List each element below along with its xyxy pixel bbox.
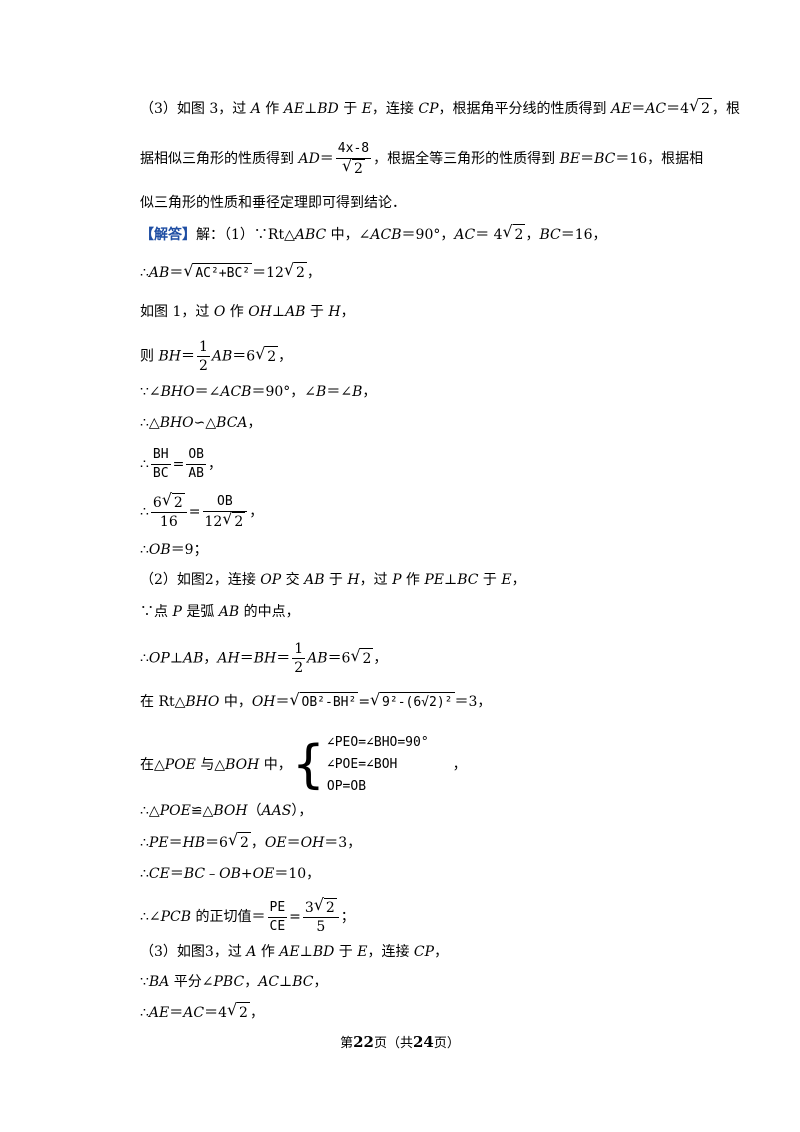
sqrt: √2 bbox=[283, 260, 307, 281]
sqrt: √2 bbox=[227, 830, 251, 851]
sqrt: √2 bbox=[227, 1000, 250, 1021]
sqrt: √2 bbox=[689, 96, 712, 117]
sqrt: √OB²-BH² bbox=[290, 690, 359, 713]
page-footer: 第22页（共24页） bbox=[340, 1033, 460, 1051]
text-line-5: ∴AB＝√AC²+BC²＝12√2， bbox=[140, 260, 321, 284]
text-line-9: ∴△BHO∽△BCA， bbox=[140, 415, 262, 431]
text-line-12: ∴OB＝9； bbox=[140, 542, 208, 558]
text-line-8: ∵∠BHO＝∠ACB＝90°，∠B＝∠B， bbox=[140, 384, 377, 400]
text-line-1: （3）如图 3，过 A 作 AE⊥BD 于 E，连接 CP，根据角平分线的性质得… bbox=[140, 96, 740, 117]
text-line-18: ∴△POE≌△BOH（AAS）， bbox=[140, 803, 313, 819]
text-line-14: ∵点 P 是弧 AB 的中点， bbox=[140, 604, 300, 620]
current-page-number: 22 bbox=[353, 1033, 374, 1051]
text-line-6: 如图 1，过 O 作 OH⊥AB 于 H， bbox=[140, 304, 355, 320]
brace-icon: { bbox=[291, 735, 325, 795]
fraction: 4x-8√2 bbox=[335, 141, 372, 177]
text-line-22: （3）如图3，过 A 作 AE⊥BD 于 E，连接 CP， bbox=[140, 944, 449, 960]
sqrt: √9²-(6√2)² bbox=[370, 690, 455, 713]
text-line-20: ∴CE＝BC﹣OB+OE＝10， bbox=[140, 866, 321, 882]
text-line-16: 在 Rt△BHO 中，OH＝√OB²-BH²=√9²-(6√2)²＝3， bbox=[140, 690, 491, 713]
text-line-23: ∵BA 平分∠PBC，AC⊥BC， bbox=[140, 974, 328, 990]
text-line-13: （2）如图2，连接 OP 交 AB 于 H，过 P 作 PE⊥BC 于 E， bbox=[140, 572, 526, 588]
text-line-4: 【解答】解：（1）∵Rt△ABC 中，∠ACB＝90°，AC＝ 4√2，BC＝1… bbox=[140, 222, 607, 243]
sqrt: √2 bbox=[502, 222, 526, 243]
sqrt: √2 bbox=[255, 343, 279, 365]
sqrt: √2 bbox=[350, 645, 374, 667]
text-line-3: 似三角形的性质和垂径定理即可得到结论． bbox=[140, 195, 406, 211]
text-line-19: ∴PE＝HB＝6√2，OE＝OH＝3， bbox=[140, 830, 362, 851]
sqrt: √AC²+BC² bbox=[183, 261, 253, 284]
text-line-2: 据相似三角形的性质得到 AD＝4x-8√2，根据全等三角形的性质得到 BE＝BC… bbox=[140, 141, 704, 177]
text-line-24: ∴AE＝AC＝4√2， bbox=[140, 1000, 264, 1021]
total-pages-number: 24 bbox=[413, 1033, 434, 1051]
answer-tag: 【解答】 bbox=[140, 227, 196, 243]
